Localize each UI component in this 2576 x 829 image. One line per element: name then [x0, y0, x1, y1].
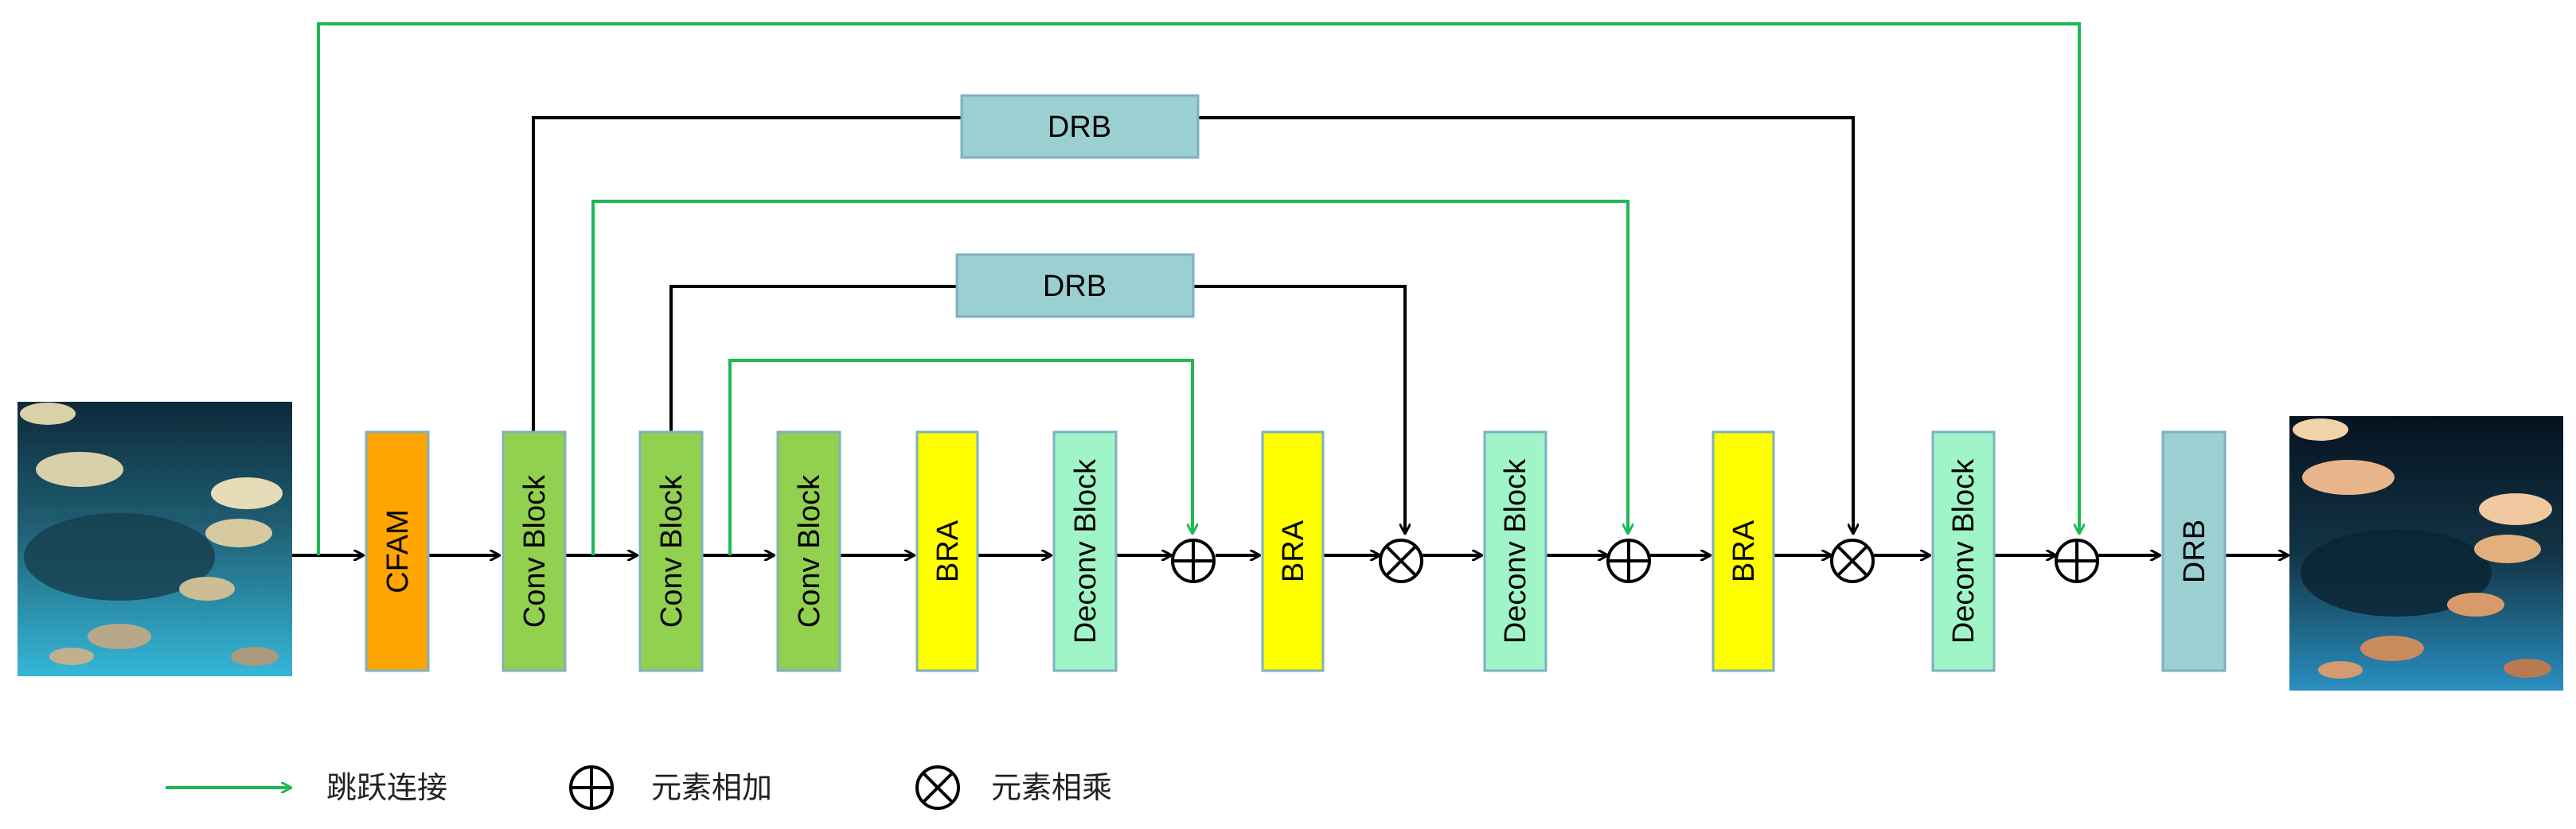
line-conv2-to-drb-mid — [669, 285, 957, 432]
drb-block-output: DRB — [2161, 430, 2227, 672]
line-drb-mid-to-mul1 — [1193, 285, 1405, 533]
drb-block-mid: DRB — [955, 253, 1195, 318]
legend-mul: 元素相乘 — [915, 765, 1112, 810]
add-operator-2 — [1606, 539, 1651, 583]
output-image — [2289, 416, 2563, 691]
conv-block-3-label: Conv Block — [793, 474, 826, 628]
bra-block-1-label: BRA — [931, 520, 965, 582]
bra-block-3: BRA — [1711, 430, 1775, 672]
input-image — [18, 402, 292, 676]
line-drb-top-to-mul2 — [1198, 116, 1853, 533]
conv-block-3: Conv Block — [776, 430, 841, 672]
legend-add-icon — [569, 765, 614, 810]
bra-block-1: BRA — [915, 430, 979, 672]
deconv-block-3-label: Deconv Block — [1947, 458, 1981, 644]
operators — [1171, 539, 2099, 583]
add-operator-3 — [2055, 539, 2099, 583]
deconv-block-2: Deconv Block — [1483, 430, 1548, 672]
bra-block-3-label: BRA — [1727, 520, 1761, 582]
deconv-block-2-label: Deconv Block — [1499, 458, 1532, 644]
legend-skip: 跳跃连接 — [166, 770, 447, 805]
drb-connections — [532, 116, 1853, 533]
skip-connections — [317, 22, 2079, 555]
conv-block-2-label: Conv Block — [655, 474, 689, 628]
legend-multiply-icon — [915, 765, 960, 810]
cfam-label: CFAM — [381, 509, 415, 594]
legend-skip-label: 跳跃连接 — [326, 770, 447, 805]
bra-block-2-label: BRA — [1277, 520, 1310, 582]
conv-block-2: Conv Block — [638, 430, 704, 672]
legend-add-label: 元素相加 — [651, 770, 772, 805]
multiply-operator-1 — [1379, 539, 1423, 583]
drb-block-top: DRB — [960, 94, 1200, 159]
conv-block-1: Conv Block — [502, 430, 567, 672]
add-operator-1 — [1171, 539, 1216, 583]
drb-block-top-label: DRB — [1048, 111, 1111, 144]
multiply-operator-2 — [1830, 539, 1875, 583]
legend-add: 元素相加 — [569, 765, 772, 810]
skip-input-to-add3 — [317, 22, 2079, 555]
cfam-block: CFAM — [365, 430, 430, 672]
line-conv1-to-drb-top — [532, 116, 962, 432]
blocks: CFAM Conv Block Conv Block Conv Block BR… — [365, 94, 2227, 672]
deconv-block-1-label: Deconv Block — [1069, 458, 1103, 644]
skip-conv2-to-add1 — [728, 359, 1192, 555]
skip-conv1-to-add2 — [591, 200, 1628, 555]
legend-mul-label: 元素相乘 — [991, 770, 1112, 805]
conv-block-1-label: Conv Block — [518, 474, 552, 628]
drb-block-mid-label: DRB — [1043, 270, 1107, 303]
legend: 跳跃连接 元素相加 元素相乘 — [166, 765, 1112, 810]
deconv-block-1: Deconv Block — [1052, 430, 1118, 672]
drb-block-output-label: DRB — [2178, 520, 2211, 583]
deconv-block-3: Deconv Block — [1931, 430, 1996, 672]
bra-block-2: BRA — [1261, 430, 1325, 672]
